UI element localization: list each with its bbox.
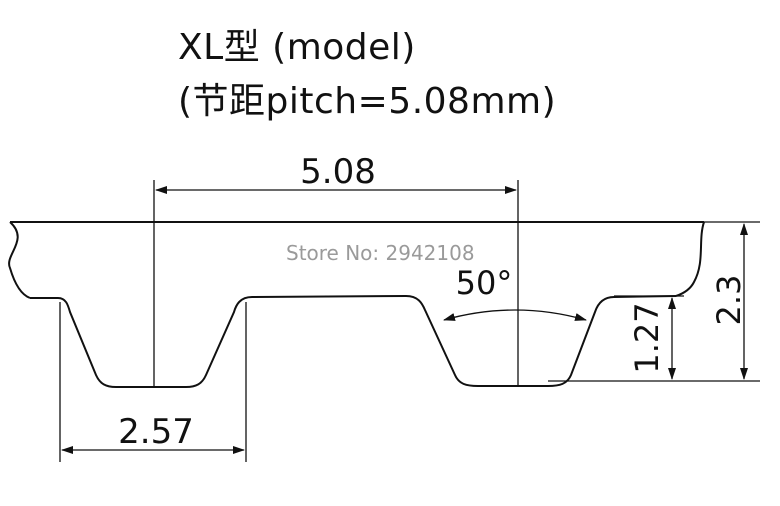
tooth-width-dimension-label: 2.57: [118, 412, 194, 452]
belt-thickness-dimension-label: 2.3: [710, 275, 748, 326]
tooth-angle-arc: [443, 309, 587, 321]
diagram-title-pitch: (节距pitch=5.08mm): [178, 81, 557, 122]
belt-tooth-profile: [30, 294, 677, 388]
belt-right-break-edge: [675, 221, 705, 297]
store-watermark: Store No: 2942108: [286, 241, 475, 265]
belt-left-break-edge: [8, 221, 31, 299]
tooth-angle-label: 50°: [456, 264, 513, 302]
tooth-height-dimension-label: 1.27: [628, 302, 666, 373]
pitch-dimension-label: 5.08: [300, 152, 376, 192]
diagram-title-model: XL型 (model): [178, 27, 416, 68]
